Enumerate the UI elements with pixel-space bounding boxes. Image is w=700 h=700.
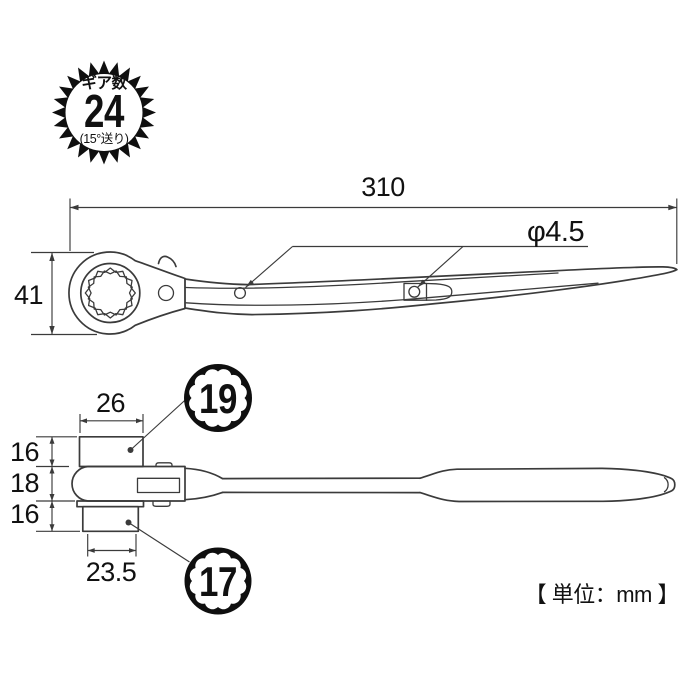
neck-taper-top [184,467,224,480]
arrow-left [80,418,87,424]
leader-diagonal-2 [417,246,464,288]
socket-profile-icon [189,369,247,427]
dimension-lower-socket-width: 23.5 [86,534,137,587]
arrow-top [49,252,55,261]
dimension-height-chain: 16 18 16 [10,436,80,532]
rivet-hole-1 [233,286,247,300]
leader-diagonal-1 [245,246,293,288]
dim-23-5-label: 23.5 [86,557,137,587]
dim-41-label: 41 [14,280,43,310]
dim-18-label: 18 [10,468,39,498]
blade-tip-arc [663,477,669,493]
leader-dot [125,519,132,526]
upper-socket-size: 19 [199,375,237,422]
gear-badge-value: 24 [84,85,125,137]
socket-profile-icon [189,552,247,610]
ring-face-circle [79,262,141,324]
handle-inner-top-line [185,272,559,289]
leader-arrow-2 [417,279,426,288]
unit-note: 【 単位：mm 】 [525,582,679,607]
gear-badge-label: ギア数 [81,73,127,92]
dim-16-lower-label: 16 [10,499,39,529]
body-top-tab [155,462,173,468]
dim-26-label: 26 [96,388,125,418]
arrow [49,494,55,501]
body-bottom-tab [152,500,171,507]
arrow-bottom [49,326,55,335]
rivet-hole-2 [408,285,421,298]
arrow-right [129,548,136,553]
leader-line [128,522,190,563]
socket-spline-inner [87,270,133,316]
arrow [49,524,55,532]
lower-socket [81,505,140,533]
gear-badge-note: (15°送り) [80,131,129,146]
dimension-head-width: 41 [14,251,97,336]
arrow [49,459,55,467]
neck-taper-bottom [184,491,224,501]
lower-socket-size: 17 [199,558,237,605]
top-view [68,251,678,335]
dim-310-label: 310 [361,172,405,202]
arrow-right [668,204,677,211]
arrow-right [136,418,143,424]
dim-16-upper-label: 16 [10,437,39,467]
arrow-left [87,548,95,553]
leader-line [130,397,189,451]
hole-diameter-label: φ4.5 [527,216,584,248]
side-view [71,435,676,533]
callout-hole-diameter: φ4.5 [245,216,588,288]
lower-socket-rim [76,500,145,508]
leader-arrow-1 [245,279,254,288]
handle-top-edge [184,265,678,286]
arrow-left [70,204,79,211]
blade-outline [419,467,676,503]
socket-17-badge: 17 [125,519,252,615]
arrow [49,436,55,444]
pawl-lever [157,255,177,268]
gear-count-badge: ギア数 24 (15°送り) [52,60,156,165]
arrow [49,501,55,508]
socket-19-badge: 19 [127,364,252,453]
arrow [49,466,55,474]
handle-bottom-edge [184,268,678,316]
neck-pin-hole [157,284,175,302]
leader-dot [127,447,134,453]
dimension-overall-length: 310 [69,172,678,264]
socket-spline-outer [84,267,136,319]
starburst-inner-circle [65,74,143,151]
dimension-upper-socket-width: 26 [79,388,144,433]
clip-cap [425,282,453,301]
body-slot [136,477,181,494]
